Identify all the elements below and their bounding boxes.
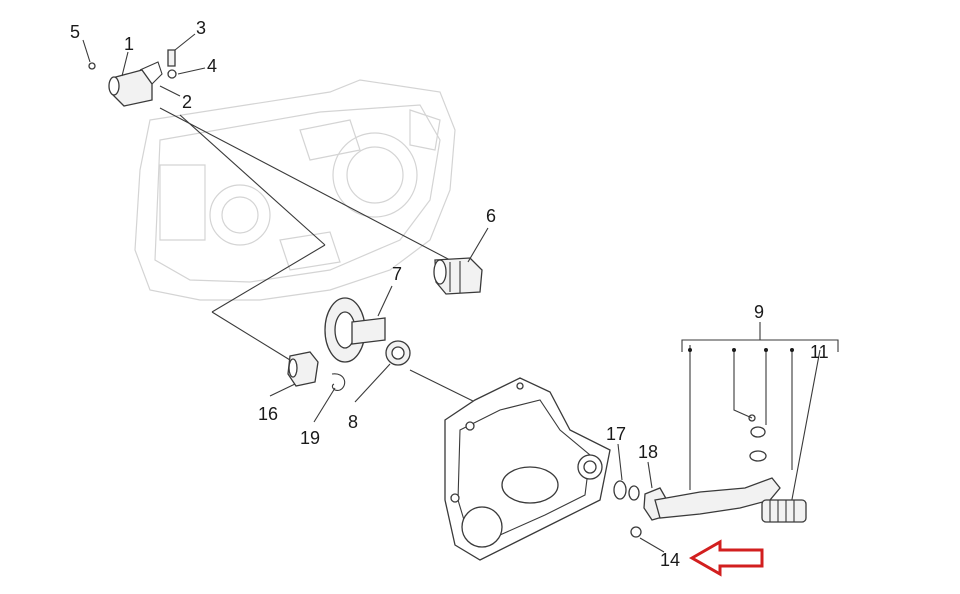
callout-3: 3	[196, 18, 206, 38]
highlight-arrow-icon	[688, 539, 764, 577]
kick-lever	[654, 345, 821, 523]
driven-gear	[324, 297, 411, 366]
callout-11: 11	[810, 342, 829, 362]
callout-19: 19	[300, 428, 320, 448]
callout-1: 1	[124, 34, 134, 54]
callout-5: 5	[70, 22, 80, 42]
return-spring	[761, 499, 807, 523]
group-bracket-9	[681, 322, 839, 352]
callout-9: 9	[754, 302, 764, 322]
callout-7: 7	[392, 264, 402, 284]
circlip	[331, 373, 346, 391]
callout-14: 14	[660, 550, 680, 570]
small-gear	[287, 351, 319, 387]
kickstart-cover	[444, 377, 611, 561]
callout-18: 18	[638, 442, 658, 462]
callout-leaders	[82, 33, 665, 553]
reference-lines	[159, 107, 476, 403]
starter-motor	[88, 49, 177, 107]
callout-labels: 1 2 3 4 5 6 7 8 9 11 14 16 17 18 19	[70, 18, 829, 570]
gear-shaft	[433, 257, 483, 295]
callout-4: 4	[207, 56, 217, 76]
callout-17: 17	[606, 424, 626, 444]
callout-8: 8	[348, 412, 358, 432]
engine-casing-ghost	[134, 79, 456, 301]
callout-16: 16	[258, 404, 278, 424]
callout-6: 6	[486, 206, 496, 226]
callout-2: 2	[182, 92, 192, 112]
